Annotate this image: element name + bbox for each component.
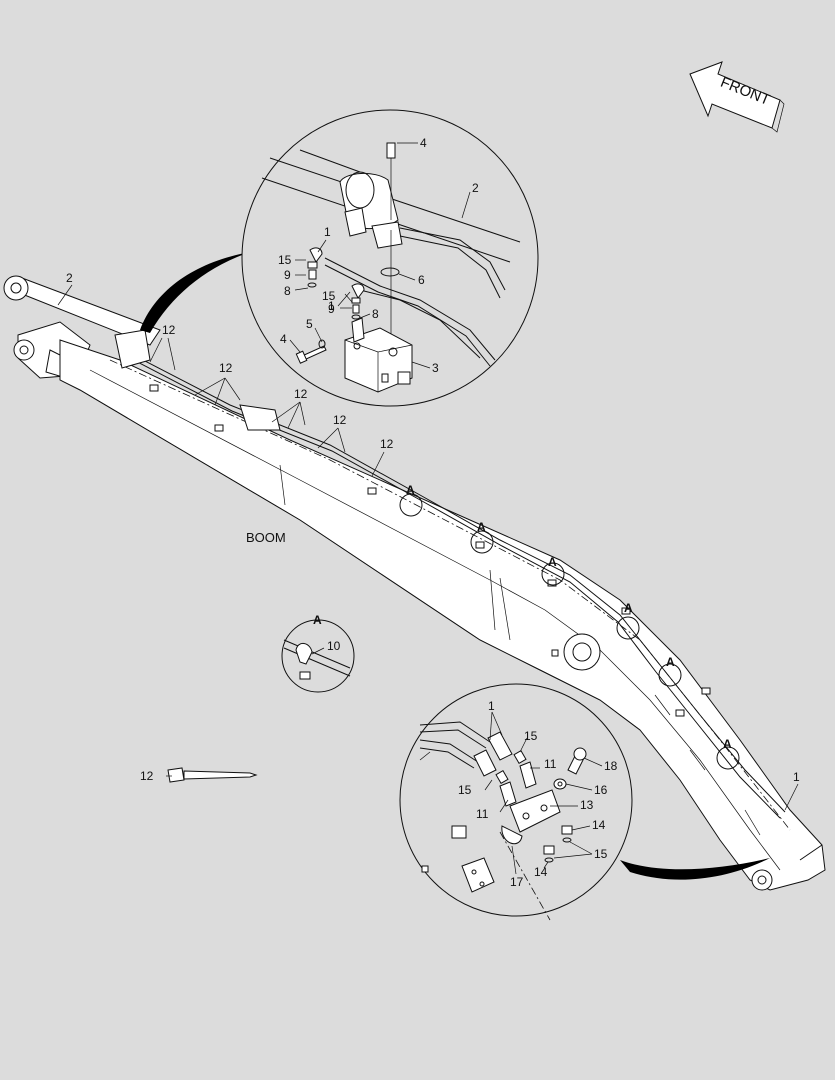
detail-a-letter: A <box>477 520 486 534</box>
callout-number: 16 <box>594 783 608 797</box>
callout-number: 4 <box>280 332 287 346</box>
detail-pointer <box>140 252 250 333</box>
callout-number: 12 <box>140 769 154 783</box>
callout-number: 1 <box>488 699 495 713</box>
boom-assembly: A A A A A A 2 12 12 12 12 12 1 BOOM <box>3 271 826 891</box>
callout-number: 2 <box>472 181 479 195</box>
callout-number: 11 <box>544 757 557 771</box>
callout-number: 14 <box>592 818 606 832</box>
bottom-detail-view: 1 15 11 18 15 16 11 13 14 15 14 17 <box>399 683 633 921</box>
callout-number: 9 <box>284 268 291 282</box>
callout-number: 6 <box>418 273 425 287</box>
callout-number: 12 <box>294 387 308 401</box>
callout-number: 12 <box>219 361 233 375</box>
cable-tie-part: 12 <box>140 767 258 783</box>
callout-number: 2 <box>66 271 73 285</box>
detail-a-letter: A <box>624 601 633 615</box>
callout-number: 18 <box>604 759 618 773</box>
detail-a-letter: A <box>548 555 557 569</box>
callout-number: 15 <box>458 783 472 797</box>
detail-pointer <box>620 858 770 880</box>
callout-number: 11 <box>476 807 489 821</box>
callout-number: 15 <box>322 289 336 303</box>
callout-number: 12 <box>162 323 176 337</box>
front-direction-arrow: FRONT <box>689 61 785 133</box>
callout-number: 15 <box>594 847 608 861</box>
callout-number: 13 <box>580 798 594 812</box>
callout-number: 9 <box>328 302 335 316</box>
callout-number: 4 <box>420 136 427 150</box>
detail-a-letter: A <box>406 483 415 497</box>
callout-number: 12 <box>380 437 394 451</box>
callout-number: 3 <box>432 361 439 375</box>
detail-a-title: A <box>313 613 322 627</box>
boom-label: BOOM <box>246 530 286 545</box>
callout-number: 15 <box>524 729 538 743</box>
callout-number: 5 <box>306 317 313 331</box>
detail-a-letter: A <box>723 737 732 751</box>
top-detail-view: 4 2 1 15 9 8 6 1 15 9 8 5 4 3 <box>241 109 539 407</box>
callout-number: 1 <box>324 225 331 239</box>
detail-a-marker: A A A A A A <box>399 483 740 770</box>
callout-number: 17 <box>510 875 524 889</box>
callout-number: 10 <box>327 639 341 653</box>
callout-number: 8 <box>284 284 291 298</box>
callout-number: 1 <box>328 299 335 313</box>
callout-number: 14 <box>534 865 548 879</box>
callout-number: 8 <box>372 307 379 321</box>
callout-number: 12 <box>333 413 347 427</box>
callout-number: 1 <box>793 770 800 784</box>
detail-a-letter: A <box>666 655 675 669</box>
callout-number: 15 <box>278 253 292 267</box>
detail-a-view: A 10 <box>281 613 355 693</box>
